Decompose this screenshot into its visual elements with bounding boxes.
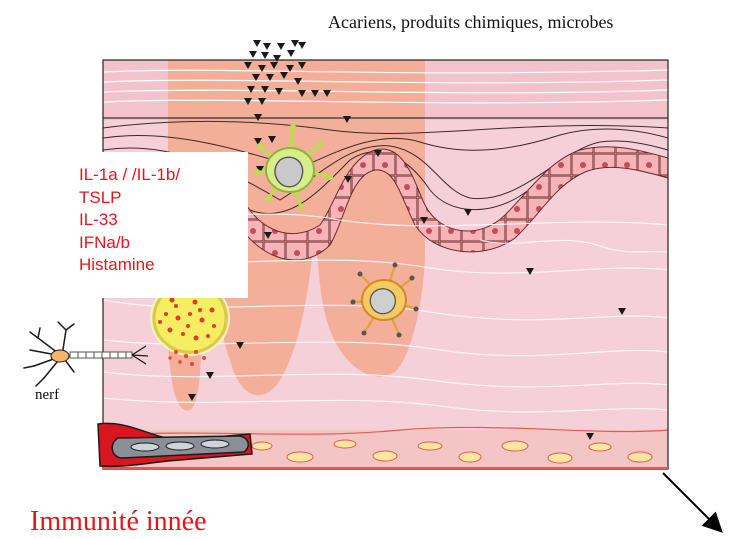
cytokine-ifn: IFNa/b <box>79 232 248 255</box>
cytokine-il33: IL-33 <box>79 209 248 232</box>
cytokine-list: IL-1a / /IL-1b/ TSLP IL-33 IFNa/b Histam… <box>65 152 248 298</box>
nerve-label: nerf <box>35 387 59 404</box>
migration-arrow <box>663 473 720 530</box>
cytokine-il1: IL-1a / /IL-1b/ <box>79 164 248 187</box>
cytokine-histamine: Histamine <box>79 254 248 277</box>
page-title: Immunité innée <box>30 506 207 538</box>
cytokine-tslp: TSLP <box>79 187 248 210</box>
allergens-label: Acariens, produits chimiques, microbes <box>328 12 613 33</box>
